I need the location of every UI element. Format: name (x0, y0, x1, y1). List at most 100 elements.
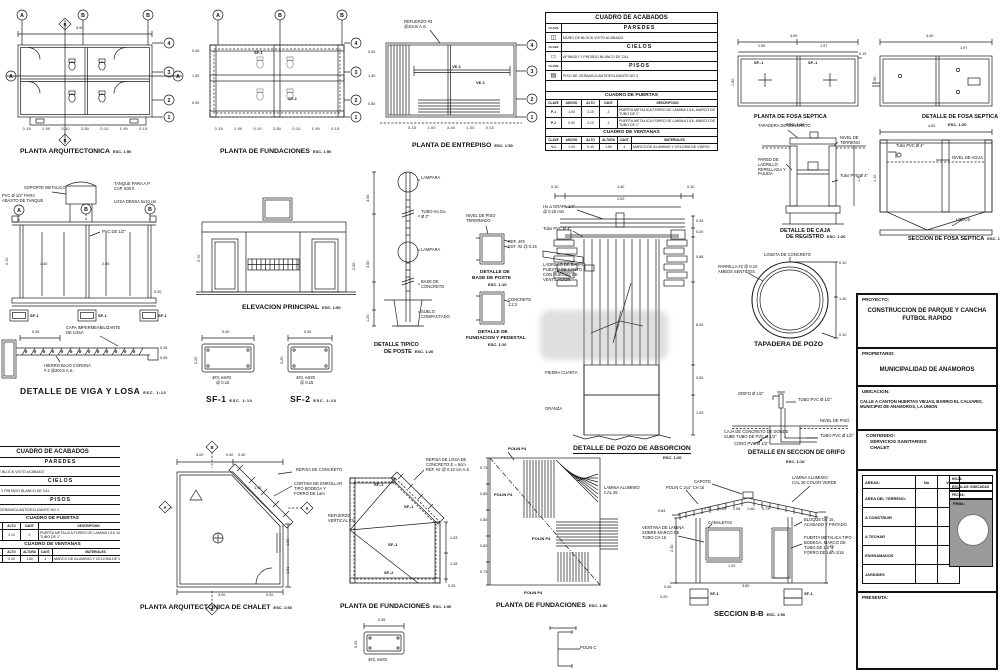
plan-entrepiso: 4 3 2 1 REFUERZO #3 @20cm A.S. VE-1 VE-1… (360, 16, 544, 158)
section-marker: B (58, 17, 72, 31)
col-header: ALTO (2, 522, 21, 530)
svg-text:A: A (20, 13, 24, 19)
ubicacion-line2: MUNICIPIO DE ANAMOROS, LA UNION (860, 404, 938, 410)
footing-tag: SF.-1 (754, 60, 764, 65)
annotation: @ 0.15 (300, 380, 314, 385)
detalle-caja: TAPADERA DE CONCRETO PARED DE LADRILLO R… (758, 122, 870, 242)
annotation: CONCRETO E = 5cm (426, 462, 466, 467)
clave-cell: CLAVE (545, 61, 562, 71)
dimension: 1.10 (873, 174, 877, 182)
annotation: TUBO CH 16 (642, 535, 667, 540)
seccion-a-a-drawing: A B B (9, 181, 159, 322)
dimension: 0.50 (696, 376, 704, 380)
dimension: 1.40 (368, 74, 376, 78)
svg-text:2: 2 (168, 98, 171, 104)
dimension: 0.80 (480, 544, 488, 548)
annotation: PARRILLA #2 @ 0.10 (718, 264, 758, 269)
dimension: 3.00 (366, 194, 370, 202)
grid-bubble: 4 (350, 37, 362, 49)
dimension: 0.05 (160, 356, 168, 360)
annotation: ACABADO Y PINTADO (804, 522, 847, 527)
detalle-pozo-absorcion: 0.10 1.40 1.00 0.10 Ho ∆ GRAPA 1/4" @ 0.… (542, 183, 725, 465)
dimension: 0.40 (238, 453, 246, 457)
detalle-grifo: GRIFO Ø 1/2" TUBO PVC Ø 1/2" NIVEL DE PI… (724, 386, 864, 472)
dimension: 0.20 (194, 356, 198, 364)
plan-chalet: B A B A REPISA DE CONCRETO CORTINA DE EN… (126, 438, 342, 618)
areas-header: AREAS: (862, 475, 916, 489)
area-row: JARDINES (862, 564, 916, 584)
polin-tag: POLIN P4 (532, 536, 551, 541)
no-header: No (915, 475, 938, 489)
svg-text:B: B (81, 13, 85, 19)
svg-text:2: 2 (355, 98, 358, 104)
annotation: 4#3, est#2 (296, 375, 316, 380)
annotation: FORRO DE Lam 1/16 (804, 550, 844, 555)
cell: MARCO DE ALUMINIO Y CELOSIA DE VIDRIO (51, 555, 120, 563)
dimension: 0.20 (696, 230, 704, 234)
annotation: CAP. 500 lt (114, 186, 135, 191)
dimension: 0.73 (480, 570, 488, 574)
annotation: PIEDRA CUARTA (545, 370, 578, 375)
dimension: 1.40 (839, 297, 847, 301)
svg-text:A: A (9, 74, 13, 80)
dimension: 0.10 (839, 333, 847, 337)
polin-tag: POLIN P4 (508, 446, 527, 451)
dimension: 4.00 (928, 124, 936, 128)
grid-bubble: 2 (163, 94, 175, 106)
presenta-label: PRESENTA: (862, 595, 889, 600)
cell: PUERTA METALICA FORRO DE LAMINA 1/16, MA… (37, 529, 120, 541)
annotation: BLOQUE DE 15, (804, 517, 835, 522)
grid-bubble: 3 (163, 66, 175, 78)
cell: 0.40 (2, 555, 21, 563)
cell: MARCO DE ALUMINIO Y CELOSIA DE VIDRIO (630, 143, 719, 151)
annotation: NIVEL DE PISO (466, 213, 496, 218)
dimension: 0.40 (664, 585, 672, 589)
annotation: PVC Ø 1/2" PARA (2, 193, 36, 198)
empty-cell (915, 488, 938, 508)
detalle-caja-drawing (762, 129, 866, 225)
footing-tag: SF.-2 (384, 570, 394, 575)
dimension: 1.97 (820, 44, 828, 48)
svg-text:1: 1 (355, 115, 358, 121)
annotation: REF. 4#3 (508, 239, 525, 244)
annotation: TUBO Ho.Go. (421, 209, 447, 214)
svg-text:B: B (210, 445, 213, 450)
spacer-cell (544, 80, 719, 92)
grid-bubble: A (13, 204, 25, 216)
cell: 0.90 (561, 117, 582, 129)
svg-text:B: B (146, 13, 150, 19)
drawing-scale: ESC. 1:20 (786, 122, 805, 127)
plan-chalet-drawing: B A B A (158, 440, 314, 616)
area-row: AREA DEL TERRENO: (862, 488, 916, 508)
annotation: GRANZA (545, 406, 563, 411)
polin-tag: POLIN P4 (524, 590, 543, 595)
grid-bubble: B (274, 9, 286, 21)
dimension: 0.20 (154, 290, 162, 294)
detalles-base-poste: NIVEL DE PISO TERMINADO REF. 4#3 EST. #2… (466, 213, 542, 356)
col-header: MATERIALES (630, 136, 719, 144)
footing-tag: SF-1 (804, 591, 813, 596)
annotation: TUBO PVC Ø 1/2" (798, 397, 832, 402)
plan-fundaciones-chalet: REPISA DE LOSA DE CONCRETO E = 5cm REF. … (328, 446, 488, 616)
annotation: NIVEL DE AGUA (952, 155, 984, 160)
detalle-viga-losa: 0.35 CAPA IMPERMEABILIZANTE DE LOSA HIER… (0, 325, 178, 412)
seal-circle (957, 514, 989, 546)
annotation: CAL 26 COLOR VERDE (792, 480, 837, 485)
dimension-row: 0.73 0.80 1.05 0.80 0.73 (704, 507, 770, 511)
annotation: Ho ∆ GRAPA 1/4" (543, 204, 576, 209)
drawing-scale: ESC. 1:10 (488, 342, 507, 347)
footing-tag: SF.-1 (388, 542, 398, 547)
beam-tag: VE-1 (476, 80, 485, 85)
annotation: REFUERZO (328, 513, 351, 518)
seccion-a-a: A B B SOPORTE METALICO PVC Ø 1/2" PARA A… (2, 170, 170, 324)
svg-text:B: B (278, 13, 282, 19)
firma-label: FIRMA: (953, 502, 965, 506)
annotation: REFUERZO #3 (404, 19, 433, 24)
annotation: NIVEL DE PISO (820, 418, 850, 423)
dimension: 0.10 (687, 185, 695, 189)
svg-text:A: A (163, 505, 166, 510)
